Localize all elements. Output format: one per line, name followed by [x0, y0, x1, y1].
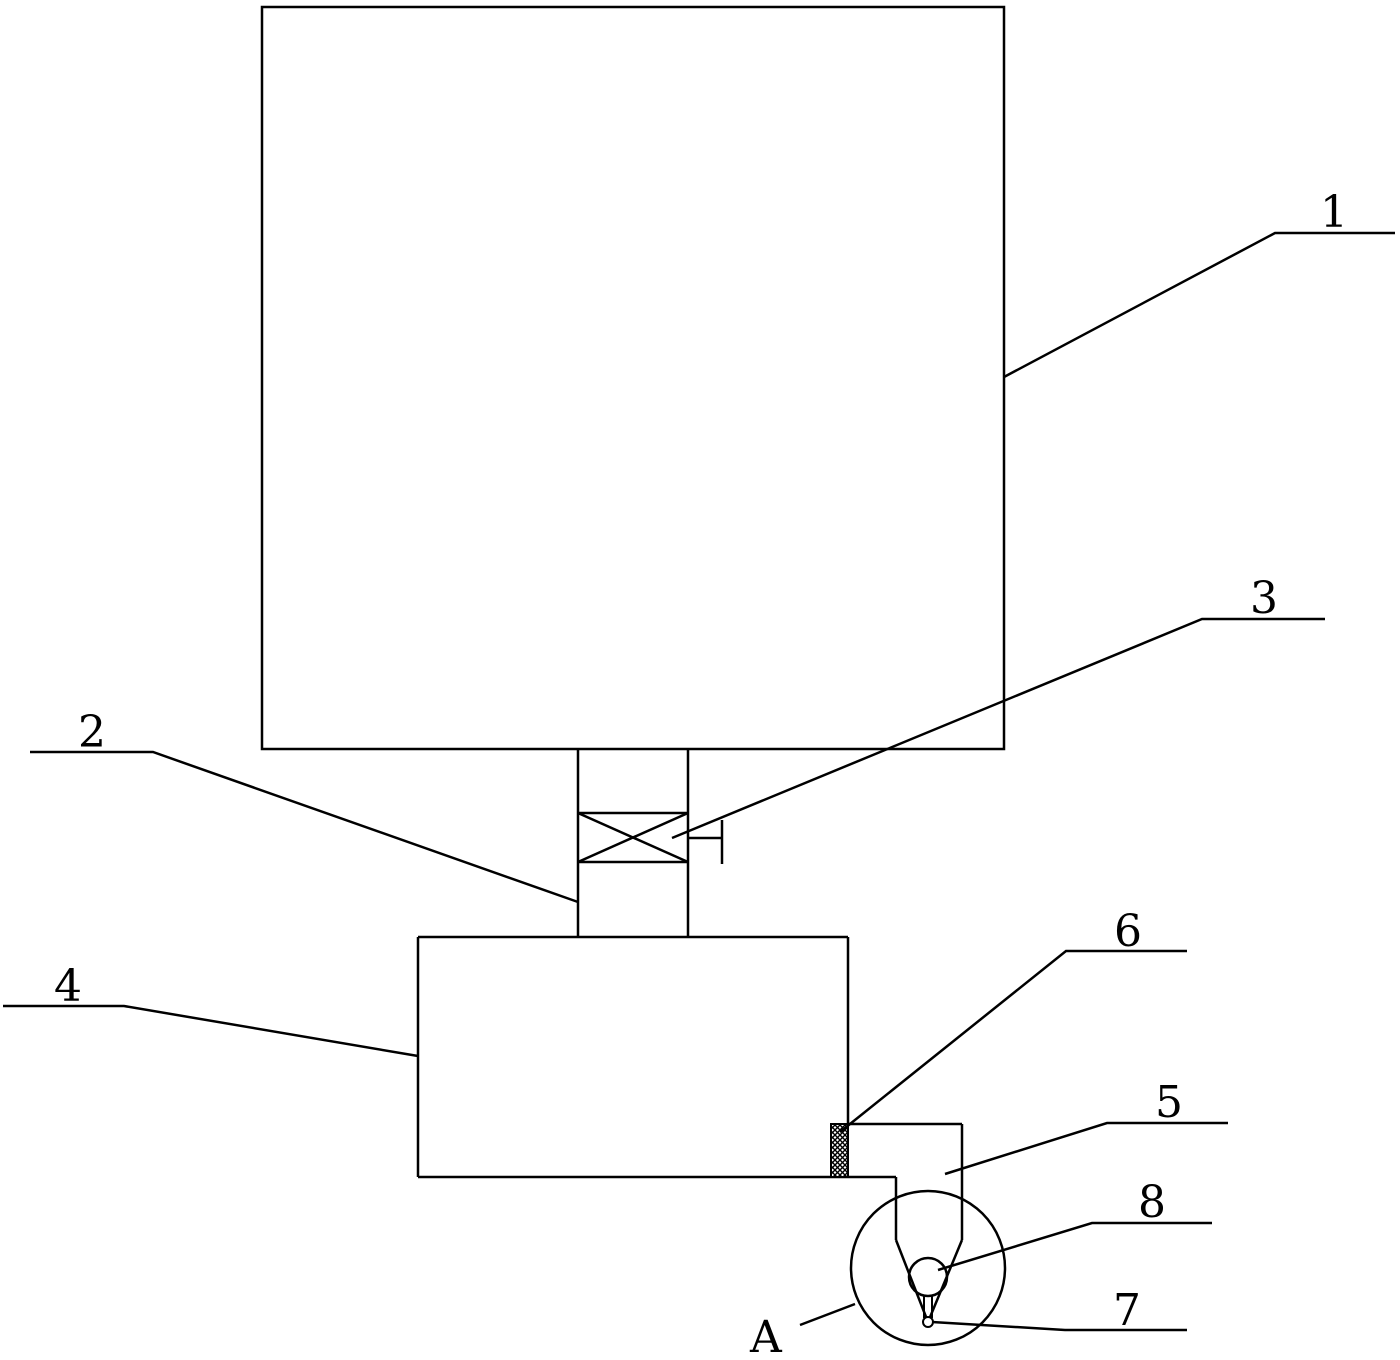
label-a: A [749, 1312, 783, 1360]
label-6: 6 [1114, 906, 1142, 957]
valve [577, 811, 724, 864]
ball-support [923, 1296, 933, 1318]
label-8: 8 [1138, 1177, 1166, 1228]
label-5: 5 [1155, 1077, 1183, 1128]
leader-lines [3, 231, 1395, 1332]
upper-tank [260, 5, 1006, 751]
pivot-pin [922, 1316, 934, 1328]
label-7: 7 [1113, 1285, 1141, 1336]
check-ball [907, 1256, 949, 1298]
label-4: 4 [54, 961, 82, 1012]
filter-element [830, 1123, 849, 1178]
label-1: 1 [1320, 187, 1348, 238]
label-2: 2 [78, 707, 106, 758]
outlet-pipe [848, 1122, 964, 1323]
lower-chamber [416, 935, 896, 1179]
label-3: 3 [1250, 573, 1278, 624]
detail-circle-a [849, 1189, 1007, 1347]
connecting-pipe [576, 749, 690, 937]
